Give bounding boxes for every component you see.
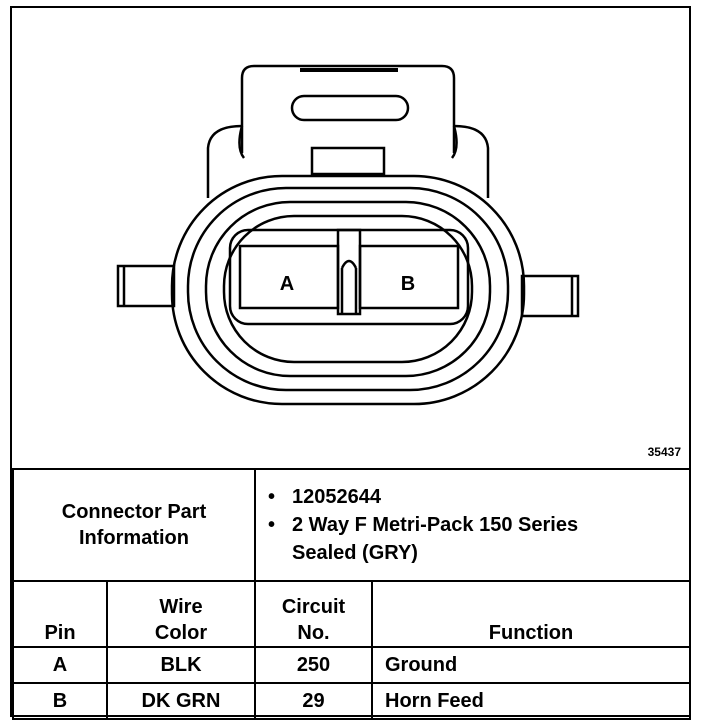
table-row: A BLK 250 Ground: [12, 646, 692, 684]
pin-label-b: B: [401, 273, 415, 295]
connector-part-label-line2: Information: [79, 527, 189, 549]
header-function-label: Function: [488, 622, 574, 644]
connector-part-details: • 12052644 • 2 Way F Metri-Pack 150 Seri…: [253, 468, 692, 582]
header-wire-color-line1: Wire: [159, 596, 203, 618]
table-header-row: Pin Wire Color Circuit No. Function: [12, 580, 692, 648]
cell-wire-color: BLK: [106, 646, 256, 684]
diagram-frame: A B 35437 Connector Part Information • 1…: [10, 6, 692, 720]
ear-left: [116, 264, 176, 308]
cell-wire-color: DK GRN: [106, 682, 256, 720]
header-pin: Pin: [12, 580, 108, 648]
header-circuit-line2: No.: [297, 622, 330, 644]
part-number-item: • 12052644: [268, 483, 689, 511]
housing-outer: [170, 174, 526, 406]
header-function: Function: [370, 580, 692, 648]
cell-function: Horn Feed: [370, 682, 692, 720]
cell-circuit: 29: [254, 682, 373, 720]
housing-inner: [222, 214, 474, 364]
bullet-icon: •: [268, 486, 276, 508]
connector-part-label: Connector Part Information: [12, 468, 256, 582]
connector-part-label-line1: Connector Part: [61, 501, 207, 523]
part-number: 12052644: [292, 486, 381, 508]
housing-seal-2: [204, 200, 492, 378]
cell-function: Ground: [370, 646, 692, 684]
header-circuit: Circuit No.: [254, 580, 373, 648]
header-circuit-line1: Circuit: [281, 596, 346, 618]
latch-stem: [310, 146, 386, 176]
part-description-line1: 2 Way F Metri-Pack 150 Series: [292, 514, 579, 536]
connector-drawing: A B: [116, 64, 580, 406]
table-row: B DK GRN 29 Horn Feed: [12, 682, 692, 720]
cell-pin: B: [12, 682, 108, 720]
connector-illustration: A B 35437: [12, 8, 689, 468]
latch-boss-left: [206, 124, 243, 198]
ear-right: [520, 274, 580, 318]
latch-boss-right: [453, 124, 490, 198]
housing-seal-1: [186, 186, 510, 392]
bullet-icon: •: [268, 514, 276, 536]
header-pin-label: Pin: [44, 622, 76, 644]
part-description-line2: Sealed (GRY): [292, 542, 418, 564]
latch-slot: [290, 94, 410, 122]
part-description-item: • 2 Way F Metri-Pack 150 Series Sealed (…: [268, 511, 689, 567]
connector-part-row: Connector Part Information • 12052644 • …: [12, 468, 692, 582]
header-wire-color-line2: Color: [154, 622, 208, 644]
connector-info-table: Connector Part Information • 12052644 • …: [12, 468, 692, 720]
figure-number: 35437: [647, 445, 681, 459]
cell-circuit: 250: [254, 646, 373, 684]
cell-pin: A: [12, 646, 108, 684]
pin-label-a: A: [280, 273, 294, 295]
header-wire-color: Wire Color: [106, 580, 256, 648]
latch-tab: [240, 64, 456, 153]
